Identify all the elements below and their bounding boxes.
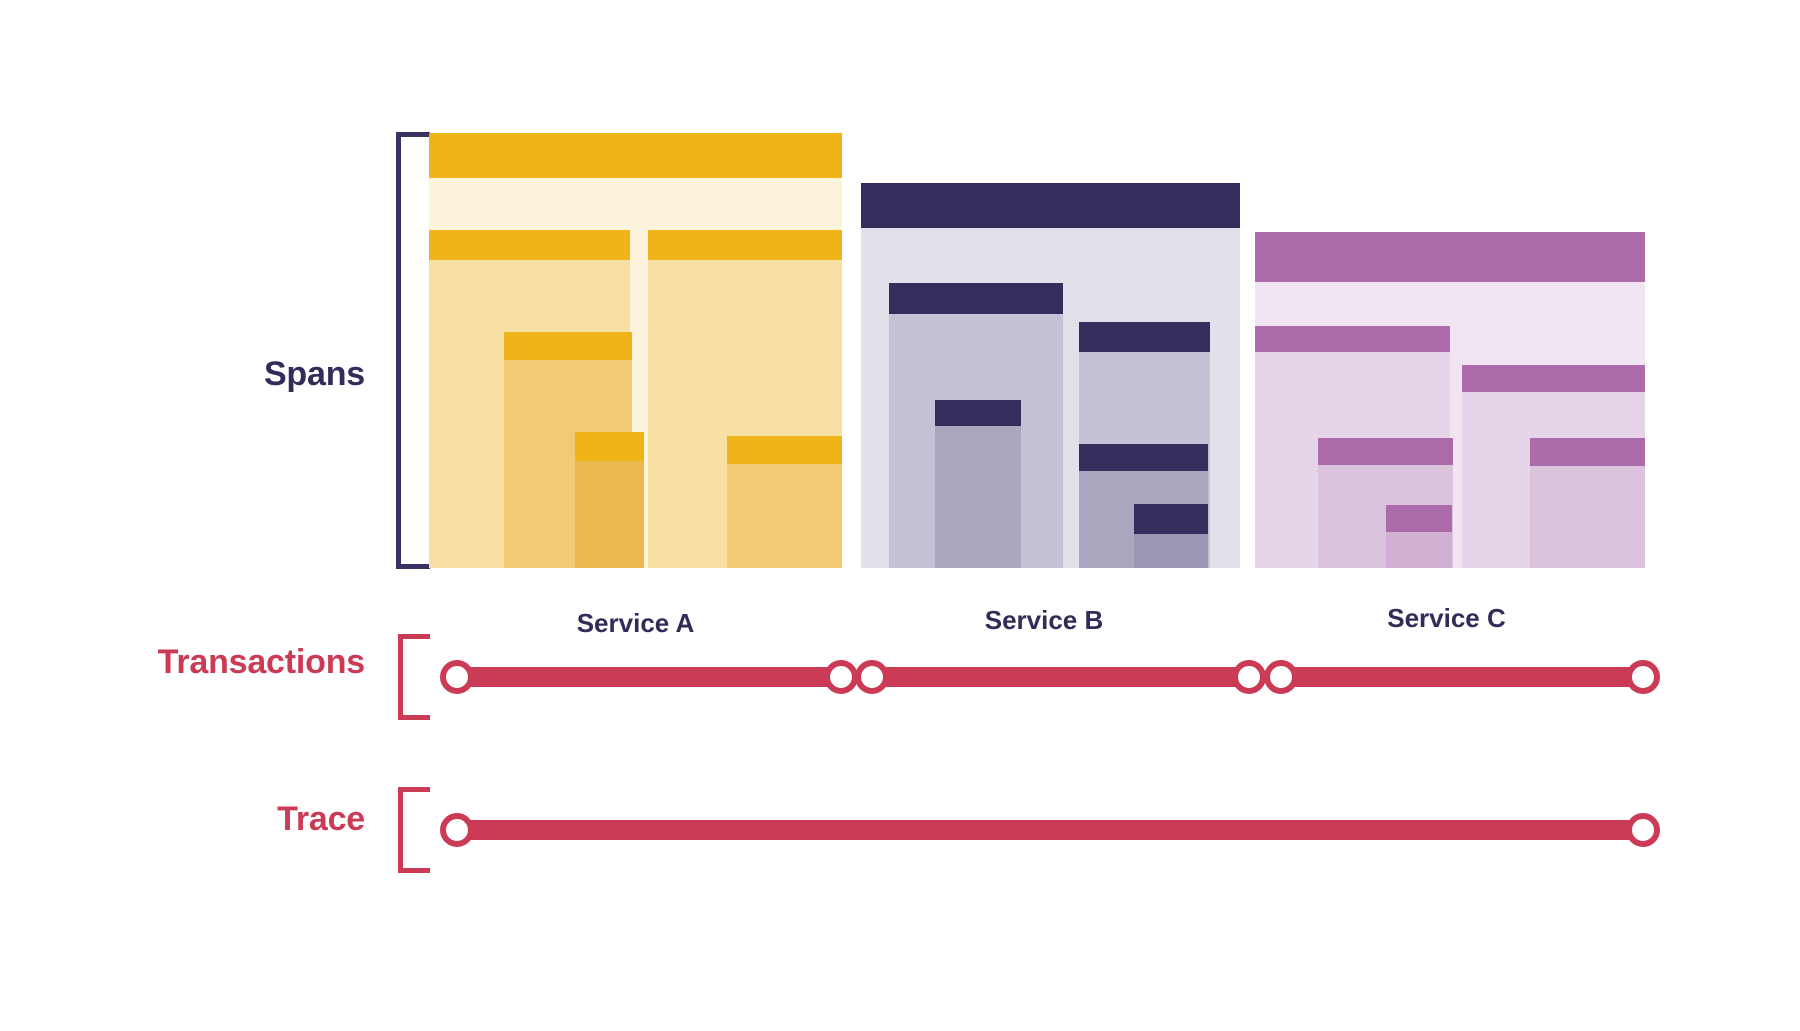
spans-bracket-icon [396, 132, 430, 569]
trace-row-label: Trace [277, 800, 365, 838]
service-span-group-c [1255, 232, 1645, 568]
trace-node-2[interactable] [1626, 813, 1660, 847]
spans-row-label: Spans [263, 355, 365, 393]
span-box-a-g2-body [575, 461, 644, 568]
span-box-b-g3-bar [1134, 504, 1208, 534]
service-label-b: Service B [984, 605, 1104, 635]
transaction-node-3[interactable] [855, 660, 889, 694]
spans-layer [429, 133, 1645, 568]
trace-segment-trace-span [455, 820, 1645, 840]
span-box-a-g3-body [727, 464, 842, 568]
trace-bracket-icon [398, 787, 430, 873]
span-box-c-g3-bar [1530, 438, 1645, 466]
span-box-c-g1-bar [1318, 438, 1453, 465]
span-box-a-c1-bar [429, 230, 630, 260]
span-box-c-g2-bar [1386, 505, 1452, 532]
transaction-node-5[interactable] [1264, 660, 1298, 694]
span-box-a-g1-bar [504, 332, 632, 360]
transaction-node-6[interactable] [1626, 660, 1660, 694]
transactions-row-label: Transactions [157, 643, 366, 681]
service-label-c: Service C [1387, 603, 1506, 633]
span-box-c-g3-body [1530, 466, 1645, 568]
span-box-b-c1-bar [889, 283, 1063, 314]
span-box-b-g2-bar [1079, 444, 1208, 471]
transactions-bracket-icon [398, 634, 430, 720]
transaction-segment-txn-service-a [455, 667, 843, 687]
trace-node-1[interactable] [440, 813, 474, 847]
span-box-b-root-bar [861, 183, 1240, 228]
span-box-c-c1-bar [1255, 326, 1450, 352]
span-box-c-g2-body [1386, 532, 1452, 568]
transaction-node-4[interactable] [1232, 660, 1266, 694]
transaction-node-1[interactable] [440, 660, 474, 694]
span-box-b-g1-body [935, 426, 1021, 568]
span-box-b-c2-bar [1079, 322, 1210, 352]
span-box-c-c2-bar [1462, 365, 1645, 392]
span-box-a-g3-bar [727, 436, 842, 464]
span-box-a-root-bar [429, 133, 842, 178]
transaction-segment-txn-service-c [1278, 667, 1645, 687]
span-box-a-g2-bar [575, 432, 644, 461]
span-box-b-g1-bar [935, 400, 1021, 426]
span-box-b-g3-body [1134, 534, 1208, 568]
service-span-group-b [861, 183, 1240, 568]
transaction-segment-txn-service-b [870, 667, 1251, 687]
span-box-a-c2-bar [648, 230, 842, 260]
span-box-c-root-bar [1255, 232, 1645, 282]
service-span-group-a [429, 133, 842, 568]
service-label-a: Service A [576, 608, 695, 638]
